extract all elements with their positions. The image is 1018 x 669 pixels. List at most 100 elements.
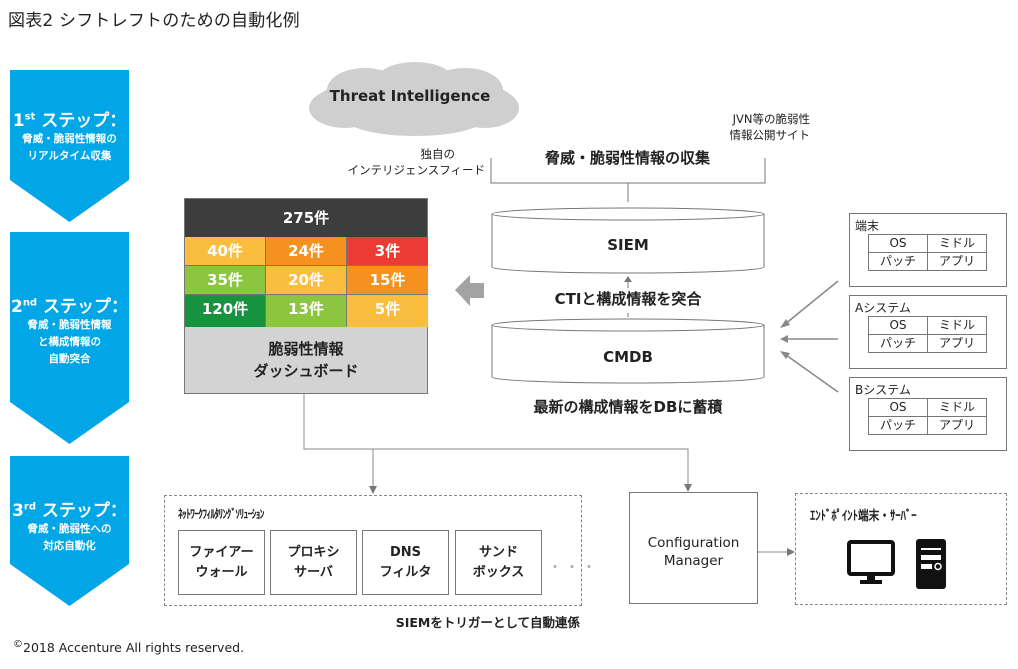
dashboard-cell: 15件	[347, 266, 428, 295]
network-arrowhead	[369, 486, 377, 494]
system-cell-os: OS	[868, 398, 928, 417]
network-item-dns-filter: DNS フィルタ	[362, 530, 449, 595]
system-cell-app: アプリ	[927, 416, 987, 435]
dashboard-cell: 120件	[185, 295, 266, 327]
network-filtering-box	[164, 495, 582, 606]
up-arrowhead	[624, 276, 632, 282]
copyright: ©2018 Accenture All rights reserved.	[13, 639, 244, 655]
network-item-firewall: ファイアー ウォール	[178, 530, 265, 595]
network-item-line: ファイアー	[189, 545, 254, 560]
network-item-line: ボックス	[472, 565, 525, 580]
step-1-chevron	[10, 70, 129, 222]
endpoint-arrowhead	[787, 548, 795, 556]
network-item-line: フィルタ	[379, 565, 432, 580]
dashboard-cell: 13件	[266, 295, 347, 327]
jvn-label: JVN等の脆弱性 情報公開サイト	[690, 111, 811, 143]
more-ellipsis: ・・・	[548, 560, 599, 576]
siem-cylinder	[491, 207, 765, 274]
siem-label: SIEM	[607, 236, 649, 254]
feed-label-line-2: インテリジェンスフィード	[347, 163, 485, 177]
figure-title: 図表2 シフトレフトのための自動化例	[8, 11, 300, 31]
step-2-number: 2	[10, 297, 23, 317]
server-tower-icon	[916, 539, 946, 589]
system-cell-os: OS	[868, 316, 928, 335]
jvn-label-line-2: 情報公開サイト	[729, 128, 811, 142]
step-3-label: ステップ：	[41, 501, 127, 521]
system-cell-middleware: ミドル	[927, 398, 987, 417]
system-cell-middleware: ミドル	[927, 316, 987, 335]
feed-label: 独自の インテリジェンスフィード	[330, 146, 485, 178]
step-3-desc-2: 対応自動化	[43, 540, 96, 552]
copyright-symbol: ©	[13, 639, 23, 650]
network-item-proxy: プロキシ サーバ	[270, 530, 357, 595]
system-cell-app: アプリ	[927, 252, 987, 271]
step-1-desc-2: リアルタイム収集	[27, 150, 112, 162]
dashboard-cell: 20件	[266, 266, 347, 295]
big-left-arrow	[455, 275, 484, 306]
dashboard-cell: 5件	[347, 295, 428, 327]
arrow-terminal-head	[780, 319, 790, 328]
step-1-suffix: st	[24, 111, 36, 123]
monitor-icon	[847, 540, 895, 584]
system-name: 端末	[855, 219, 880, 233]
arrow-terminal-line	[783, 280, 839, 326]
dashboard-label-line-2: ダッシュボード	[253, 362, 359, 380]
network-item-line: サーバ	[294, 565, 333, 580]
system-cell-middleware: ミドル	[927, 234, 987, 253]
dashboard-label-line-1: 脆弱性情報	[268, 340, 344, 358]
cloud-label: Threat Intelligence	[329, 87, 491, 105]
accumulate-label: 最新の構成情報をDBに蓄積	[533, 398, 723, 416]
step-2-chevron	[10, 232, 129, 444]
step-1: 1st ステップ： 脅威・脆弱性情報の リアルタイム収集	[10, 70, 129, 222]
cloud-shape	[309, 62, 519, 136]
network-item-sandbox: サンド ボックス	[455, 530, 542, 595]
endpoint-title: ｴﾝﾄﾞﾎﾟｲﾝﾄ端末・ｻｰﾊﾞｰ	[810, 509, 917, 524]
network-item-line: プロキシ	[287, 545, 340, 560]
system-cell-patch: パッチ	[868, 334, 928, 353]
network-filtering-title: ﾈｯﾄﾜｰｸﾌｨﾙﾀﾘﾝｸﾞｿﾘｭｰｼｮﾝ	[178, 507, 264, 521]
jvn-label-line-1: JVN等の脆弱性	[732, 112, 810, 126]
feed-label-line-1: 独自の	[420, 147, 456, 161]
dashboard-cell: 40件	[185, 237, 266, 266]
configuration-manager-box: Configuration Manager	[629, 492, 758, 604]
step-2-desc-2: と構成情報の	[38, 336, 101, 348]
collection-label: 脅威・脆弱性情報の収集	[544, 149, 710, 167]
dashboard-cell: 24件	[266, 237, 347, 266]
config-manager-line-1: Configuration	[647, 535, 740, 551]
dashboard-grid: 40件 24件 3件 35件 20件 15件 120件 13件 5件	[185, 237, 428, 327]
endpoint-box	[795, 493, 1007, 605]
step-3-desc-1: 脅威・脆弱性への	[27, 523, 112, 535]
config-manager-line-2: Manager	[663, 553, 724, 569]
arrow-asystem-head	[780, 335, 788, 343]
step-1-number: 1	[12, 111, 25, 131]
cmdb-cylinder	[491, 318, 765, 384]
step-2-suffix: nd	[22, 297, 38, 309]
network-item-line: DNS	[389, 545, 422, 560]
dashboard-label: 脆弱性情報 ダッシュボード	[185, 327, 427, 393]
dashboard-to-config-line	[303, 394, 689, 484]
network-item-line: ウォール	[195, 565, 248, 580]
step-1-desc-1: 脅威・脆弱性情報の	[22, 133, 117, 145]
cmdb-label: CMDB	[603, 348, 653, 366]
dashboard-cell: 3件	[347, 237, 428, 266]
match-label: CTIと構成情報を突合	[554, 290, 702, 308]
step-3: 3rd ステップ： 脅威・脆弱性への 対応自動化	[10, 456, 129, 606]
copyright-text: 2018 Accenture All rights reserved.	[23, 640, 245, 656]
system-cell-os: OS	[868, 234, 928, 253]
dashboard-total: 275件	[185, 199, 427, 237]
dashboard-cell: 35件	[185, 266, 266, 295]
arrow-bsystem-line	[785, 354, 839, 393]
config-arrowhead	[684, 484, 692, 492]
step-3-number: 3	[12, 501, 24, 521]
system-cell-app: アプリ	[927, 334, 987, 353]
system-cell-patch: パッチ	[868, 416, 928, 435]
step-2-desc-1: 脅威・脆弱性情報	[27, 319, 112, 331]
network-item-line: サンド	[478, 545, 518, 560]
